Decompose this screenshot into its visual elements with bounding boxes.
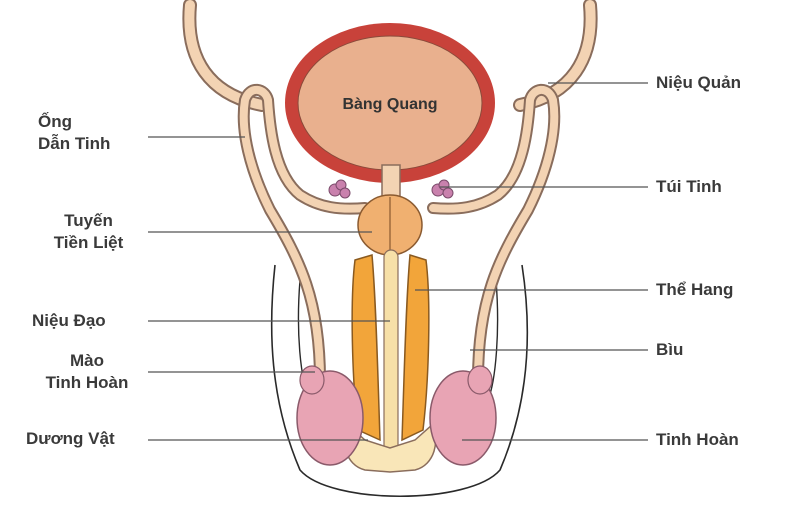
label-duong-vat: Dương Vật xyxy=(26,429,115,448)
scrotum-outline xyxy=(270,264,529,498)
label-mao-tinh-hoan-line2: Tinh Hoàn xyxy=(45,373,129,392)
epididymis-right xyxy=(467,365,493,395)
label-tui-tinh: Túi Tinh xyxy=(656,177,722,196)
label-nieu-quan: Niệu Quản xyxy=(656,73,742,92)
label-mao-tinh-hoan: Mào Tinh Hoàn xyxy=(34,350,140,394)
bladder-label: Bàng Quang xyxy=(342,96,437,113)
ureter-right-fill xyxy=(515,0,596,110)
leader-lines xyxy=(148,82,648,441)
label-tuyen-tien-liet: Tuyến Tiền Liệt xyxy=(46,210,131,254)
label-ong-dan-tinh-line1: Ống xyxy=(38,112,72,131)
seminal-vesicle-left xyxy=(328,179,351,199)
seminal-vesicle-right xyxy=(431,179,454,199)
label-ong-dan-tinh: Ống Dẫn Tinh xyxy=(38,111,110,155)
label-the-hang: Thể Hang xyxy=(656,280,734,299)
label-tinh-hoan: Tinh Hoàn xyxy=(656,430,739,449)
label-mao-tinh-hoan-line1: Mào xyxy=(70,351,104,370)
label-ong-dan-tinh-line2: Dẫn Tinh xyxy=(38,134,111,153)
label-nieu-dao: Niệu Đạo xyxy=(32,311,106,330)
corpus-cavernosum-right xyxy=(401,254,430,442)
vas-deferens-left-fill xyxy=(239,85,369,384)
label-tuyen-tien-liet-line1: Tuyến xyxy=(64,211,113,230)
urethra-shaft xyxy=(383,249,399,461)
vas-deferens-right-fill xyxy=(429,85,559,384)
epididymis-left xyxy=(299,365,325,395)
label-biu: Bìu xyxy=(656,340,684,359)
label-tuyen-tien-liet-line2: Tiền Liệt xyxy=(53,233,124,252)
